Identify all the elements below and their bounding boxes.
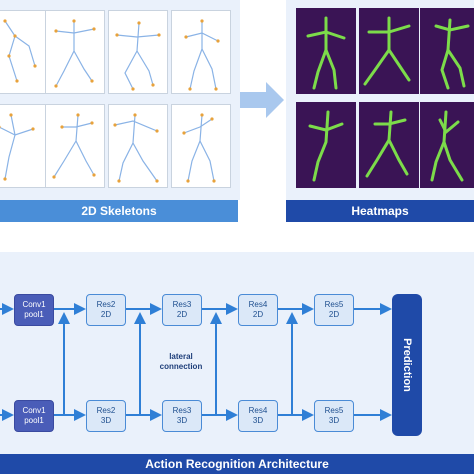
skeleton-card [45,10,105,94]
heatmap-card [420,102,474,188]
heatmaps-label: Heatmaps [286,200,474,222]
skeleton-card [45,104,105,188]
skeleton-card [108,104,168,188]
skeleton-card [171,104,231,188]
heatmaps-panel [286,0,474,200]
heatmap-card [359,102,419,188]
heatmap-card [296,8,356,94]
skeletons-label: 2D Skeletons [0,200,238,222]
skeletons-panel [0,0,240,200]
prediction-block: Prediction [392,294,422,436]
heatmap-card [296,102,356,188]
architecture-connectors [0,303,392,421]
right-arrow-icon [240,82,284,118]
heatmap-card [359,8,419,94]
skeleton-card [108,10,168,94]
skeleton-card [171,10,231,94]
architecture-title: Action Recognition Architecture [0,454,474,474]
heatmap-card [420,8,474,94]
